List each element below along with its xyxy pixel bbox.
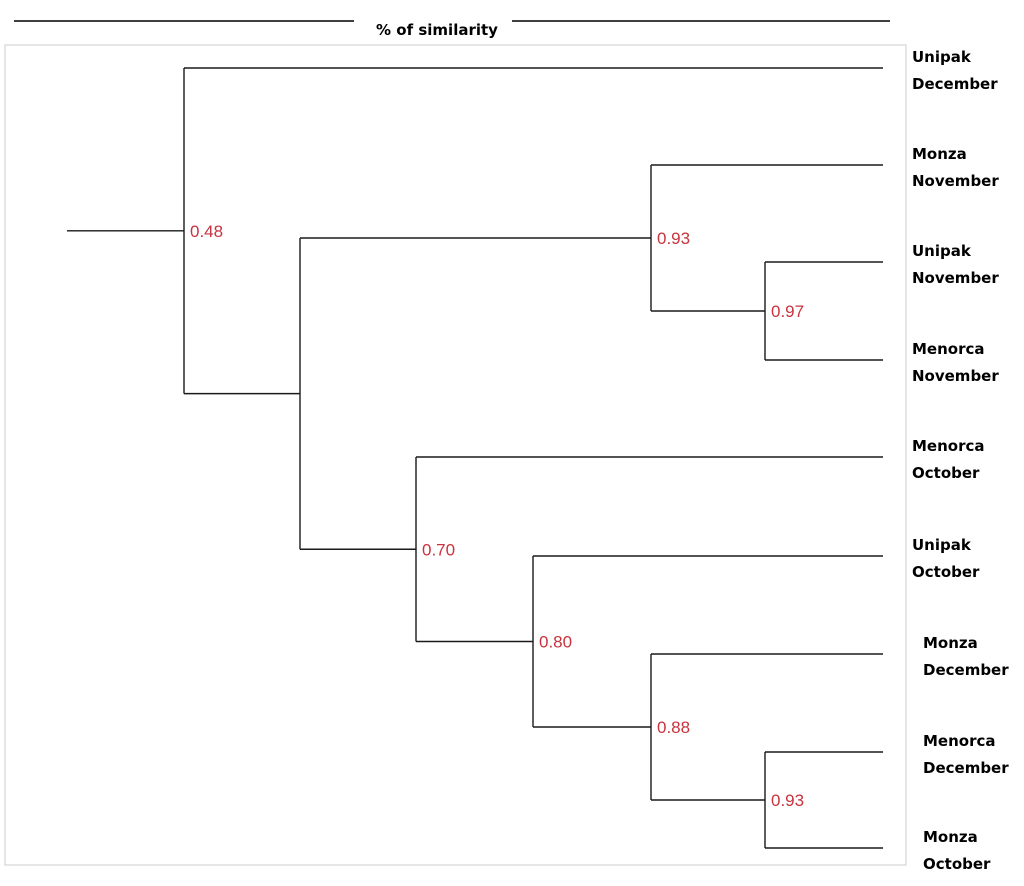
leaf-label-line2: December (923, 661, 1009, 679)
leaf-label-line2: November (912, 367, 999, 385)
leaf-label-line2: December (912, 75, 998, 93)
leaf-label-line1: Unipak (912, 48, 972, 66)
leaf-label-line2: November (912, 269, 999, 287)
similarity-label-n7: 0.88 (657, 718, 690, 737)
similarity-label-n5: 0.70 (422, 540, 455, 559)
leaf-label-line2: October (912, 563, 980, 581)
leaf-label-line1: Monza (912, 145, 967, 163)
similarity-label-n3: 0.93 (657, 229, 690, 248)
leaf-label-line2: December (923, 759, 1009, 777)
similarity-label-n1: 0.48 (190, 222, 223, 241)
node-label-group: 0.48 0.93 0.97 0.70 0.80 0.88 0.93 (190, 222, 804, 810)
header-title: % of similarity (376, 21, 498, 39)
plot-frame (4, 44, 907, 866)
leaf-label-line1: Unipak (912, 242, 972, 260)
leaf-label-line1: Menorca (923, 732, 996, 750)
leaf-label-line1: Menorca (912, 340, 985, 358)
leaf-label-line2: October (923, 855, 991, 873)
leaf-label-line1: Unipak (912, 536, 972, 554)
leaf-label-line1: Monza (923, 828, 978, 846)
leaf-label-line1: Menorca (912, 437, 985, 455)
similarity-label-n6: 0.80 (539, 633, 572, 652)
similarity-label-n4: 0.97 (771, 302, 804, 321)
branch-group (67, 67, 883, 849)
leaf-label-line2: October (912, 464, 980, 482)
leaf-label-line2: November (912, 172, 999, 190)
similarity-label-n8: 0.93 (771, 791, 804, 810)
leaf-label-line1: Monza (923, 634, 978, 652)
